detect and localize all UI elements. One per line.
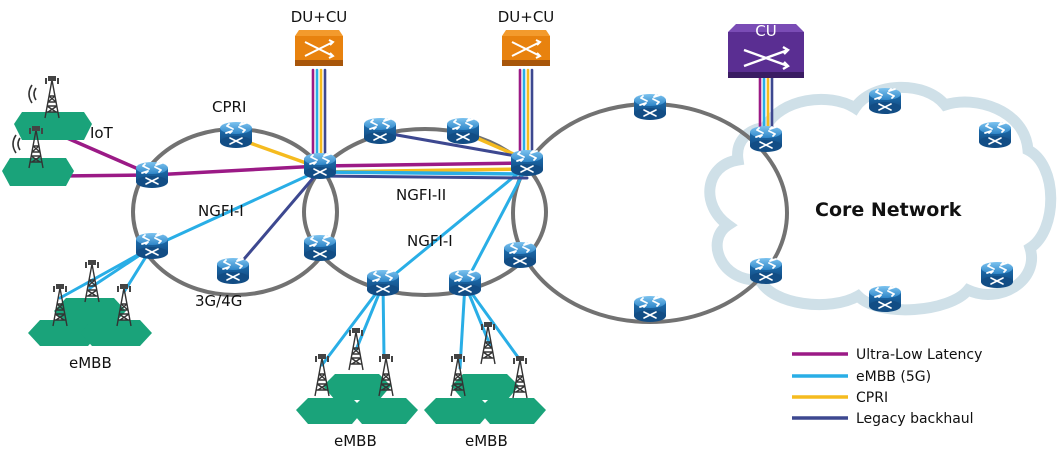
core-network-cloud (704, 81, 1057, 316)
cell-tower-icon (44, 75, 60, 119)
router-icon (980, 261, 1014, 289)
du-cu-title-right: DU+CU (498, 8, 555, 26)
router-icon (366, 269, 400, 297)
cell-tower-icon (512, 355, 528, 399)
legend: Ultra-Low Latency eMBB (5G) CPRI Legacy … (792, 347, 982, 427)
label-ngfi-ii: NGFI-II (396, 186, 446, 204)
router-icon (446, 117, 480, 145)
cu-title: CU (755, 22, 776, 40)
legend-label-ull: Ultra-Low Latency (856, 347, 982, 363)
cu-switch (728, 24, 804, 78)
router-icon (749, 257, 783, 285)
router-icon (633, 93, 667, 121)
du-cu-switch-left (295, 30, 343, 66)
router-icon (510, 149, 544, 177)
cell-tower-icon (378, 353, 394, 397)
du-cu-title-left: DU+CU (291, 8, 348, 26)
link-ull-left (150, 164, 322, 177)
du-cu-switch-right (502, 30, 550, 66)
router-icon (303, 152, 337, 180)
router-icon (749, 125, 783, 153)
embb-cells-middle (296, 327, 418, 424)
switch-icon (743, 45, 790, 71)
label-core-network: Core Network (815, 199, 962, 221)
embb-cells-left (28, 259, 152, 346)
router-icon (219, 121, 253, 149)
label-ngfi-i-middle: NGFI-I (407, 232, 453, 250)
switch-icon (304, 39, 335, 59)
embb-cells-right (424, 321, 546, 424)
switch-icon (511, 39, 542, 59)
label-iot: IoT (90, 124, 114, 142)
router-icon (448, 269, 482, 297)
router-icon (135, 161, 169, 189)
iot-cells (2, 75, 92, 186)
label-embb-right: eMBB (465, 432, 508, 450)
legend-label-embb: eMBB (5G) (856, 369, 931, 385)
router-icon (868, 285, 902, 313)
router-icon (216, 257, 250, 285)
legend-label-legacy: Legacy backhaul (856, 411, 974, 427)
router-icon (633, 295, 667, 323)
label-3g4g: 3G/4G (195, 292, 242, 310)
label-embb-middle: eMBB (334, 432, 377, 450)
label-embb-left: eMBB (69, 354, 112, 372)
link-ull-mid (318, 161, 529, 168)
router-icon (503, 241, 537, 269)
router-icon (868, 87, 902, 115)
router-icon (303, 234, 337, 262)
label-cpri: CPRI (212, 98, 246, 116)
ring-middle (302, 127, 548, 297)
label-ngfi-i-left: NGFI-I (198, 202, 244, 220)
legend-label-cpri: CPRI (856, 390, 888, 406)
router-icon (135, 232, 169, 260)
router-icon (978, 121, 1012, 149)
router-icon (363, 117, 397, 145)
